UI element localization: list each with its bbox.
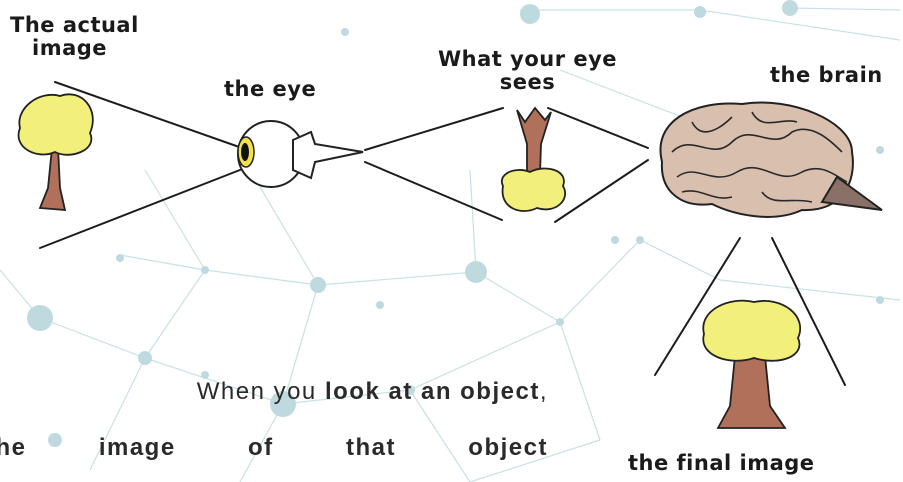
label-the-brain: the brain: [770, 64, 883, 87]
paragraph-word: the: [0, 434, 27, 462]
eye-icon: [233, 116, 373, 196]
paragraph-line-1: When you look at an object,: [0, 378, 548, 406]
final-tree-image: [690, 296, 820, 436]
label-final-image: the final image: [628, 452, 815, 475]
paragraph-word: image: [99, 434, 176, 462]
inverted-tree-image: [495, 104, 575, 224]
actual-tree-image: [10, 88, 100, 228]
paragraph-word: of: [248, 434, 274, 462]
paragraph-word: object: [468, 434, 548, 462]
paragraph-line-1-bold: look at an object: [325, 378, 540, 405]
label-actual-image: The actual image: [10, 14, 139, 60]
label-what-eye-sees-line1: What your eye: [438, 48, 617, 71]
paragraph-line-2: the image of that object: [0, 434, 548, 462]
paragraph-word: that: [346, 434, 396, 462]
label-the-eye: the eye: [224, 78, 316, 101]
paragraph-line-1-prefix: When you: [197, 378, 325, 405]
label-actual-image-line2: image: [10, 37, 139, 60]
label-actual-image-line1: The actual: [10, 14, 139, 37]
label-what-eye-sees-line2: sees: [438, 71, 617, 94]
brain-icon: [652, 92, 892, 232]
paragraph-line-1-suffix: ,: [540, 378, 548, 405]
label-what-eye-sees: What your eye sees: [438, 48, 617, 94]
